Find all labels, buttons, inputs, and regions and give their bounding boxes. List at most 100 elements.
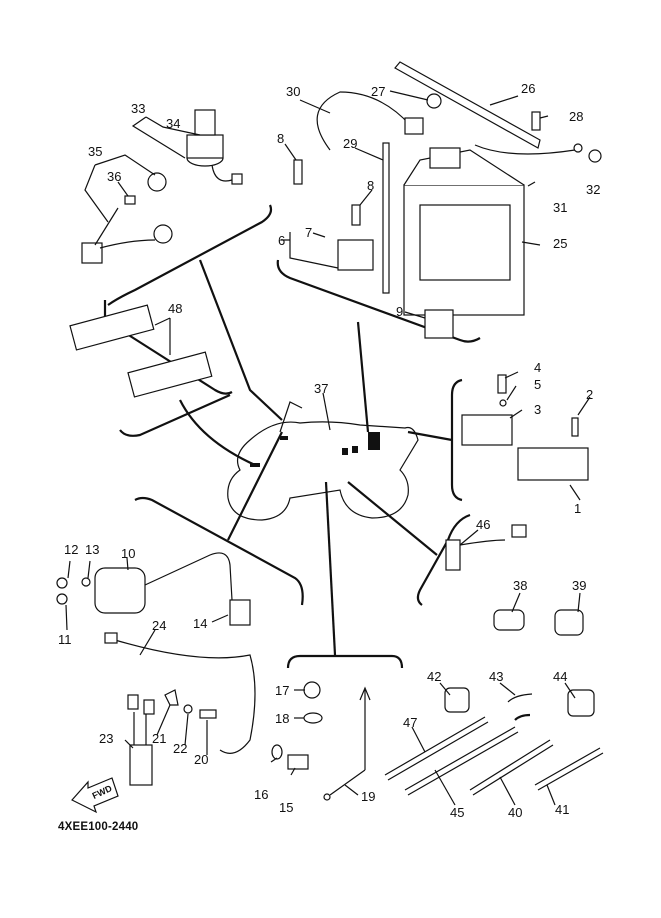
battery-cable-part-31 [474, 144, 576, 155]
group-bracket-sensors [286, 654, 404, 669]
label-leader [527, 181, 536, 187]
switch-part-46 [445, 539, 461, 571]
group-bracket-regulator [450, 378, 463, 502]
label-leader [564, 682, 576, 699]
part-label-22: 22 [173, 741, 188, 756]
label-leader [359, 189, 373, 206]
bolt-part-11 [56, 593, 68, 605]
cable-tie-part-47 [384, 716, 489, 781]
label-leader [434, 769, 456, 806]
part-label-10: 10 [121, 546, 136, 561]
plug-cap-part-14 [229, 599, 251, 626]
cdi-unit-part-1 [517, 447, 589, 481]
clip-part-32 [588, 149, 602, 163]
clamp-part-38 [493, 609, 525, 631]
label-leader [499, 682, 516, 696]
label-leader [124, 739, 134, 749]
label-leader [154, 317, 171, 355]
rectifier-part-3 [461, 414, 513, 446]
part-label-1: 1 [574, 501, 582, 516]
part-label-23: 23 [99, 731, 114, 746]
label-leader [459, 529, 479, 546]
label-leader [322, 392, 331, 431]
label-leader [411, 726, 426, 753]
rod-part-29 [382, 142, 390, 294]
label-leader [312, 232, 326, 238]
bolt-part-8 [293, 159, 303, 185]
label-leader [299, 99, 331, 114]
part-label-17: 17 [275, 683, 290, 698]
part-label-2: 2 [586, 387, 594, 402]
part-label-30: 30 [286, 84, 301, 99]
part-label-29: 29 [343, 136, 358, 151]
bolt-part-2 [571, 417, 579, 437]
starter-relay-part-6 [337, 239, 374, 271]
sensor-part-23 [129, 744, 153, 786]
label-leader [354, 147, 384, 161]
label-leader [284, 143, 297, 161]
label-leader [184, 713, 189, 746]
label-leader [404, 311, 426, 319]
cap-part-27 [426, 93, 442, 109]
group-bracket-ties [514, 713, 531, 721]
part-label-20: 20 [194, 752, 209, 767]
label-leader [389, 90, 429, 101]
part-label-5: 5 [534, 377, 542, 392]
label-leader [65, 604, 68, 631]
cable-tie-part-41 [534, 747, 604, 791]
bolt-part-8 [351, 204, 361, 226]
bolt-part-12 [56, 577, 68, 589]
part-label-19: 19 [361, 789, 376, 804]
vehicle-silhouette [227, 401, 419, 521]
label-leader [67, 560, 71, 579]
label-leader [504, 371, 519, 379]
label-leader [489, 95, 519, 106]
part-label-15: 15 [279, 800, 294, 815]
bolt-part-4 [497, 374, 507, 394]
part-label-31: 31 [553, 200, 568, 215]
label-leader [270, 757, 278, 763]
panel-part-48 [127, 351, 213, 398]
part-label-16: 16 [254, 787, 269, 802]
group-bracket-fuse [103, 300, 233, 395]
part-label-46: 46 [476, 517, 491, 532]
group-bracket-46 [416, 513, 471, 606]
leader-line [356, 321, 370, 433]
battery-part-25 [403, 147, 525, 316]
panel-part-48 [69, 304, 155, 351]
leader-line [198, 259, 283, 421]
part-label-14: 14 [193, 616, 208, 631]
clamp-part-42 [444, 687, 470, 713]
part-label-24: 24 [152, 618, 167, 633]
leader-line [347, 481, 438, 556]
battery-cable-part-30 [316, 91, 411, 151]
part-label-43: 43 [489, 669, 504, 684]
part-label-47: 47 [403, 715, 418, 730]
group-bracket-ignition [107, 204, 273, 306]
washer-part-13 [81, 577, 91, 587]
lamp-socket-part-35 [81, 172, 173, 264]
wire-harness-part-24 [114, 639, 256, 754]
part-label-8: 8 [277, 131, 285, 146]
washer-part-22 [183, 704, 193, 714]
part-label-7: 7 [305, 225, 313, 240]
cable-tie-part-45 [404, 726, 519, 796]
relay-part-9 [424, 309, 454, 339]
group-bracket-coil [134, 496, 304, 606]
part-label-39: 39 [572, 578, 587, 593]
label-leader [506, 385, 517, 401]
part-label-38: 38 [513, 578, 528, 593]
main-switch-part-34 [186, 109, 243, 185]
switch-part-20 [199, 709, 217, 719]
label-leader [139, 629, 156, 656]
fwd-arrow-icon [71, 777, 119, 814]
drawing-code: 4XEE100-2440 [58, 821, 139, 833]
thermo-part-17 [303, 681, 321, 699]
label-leader [344, 784, 359, 796]
part-label-48: 48 [168, 301, 183, 316]
label-leader [84, 154, 156, 223]
label-leader [131, 116, 201, 159]
group-bracket-battery [276, 259, 481, 343]
part-label-34: 34 [166, 116, 181, 131]
